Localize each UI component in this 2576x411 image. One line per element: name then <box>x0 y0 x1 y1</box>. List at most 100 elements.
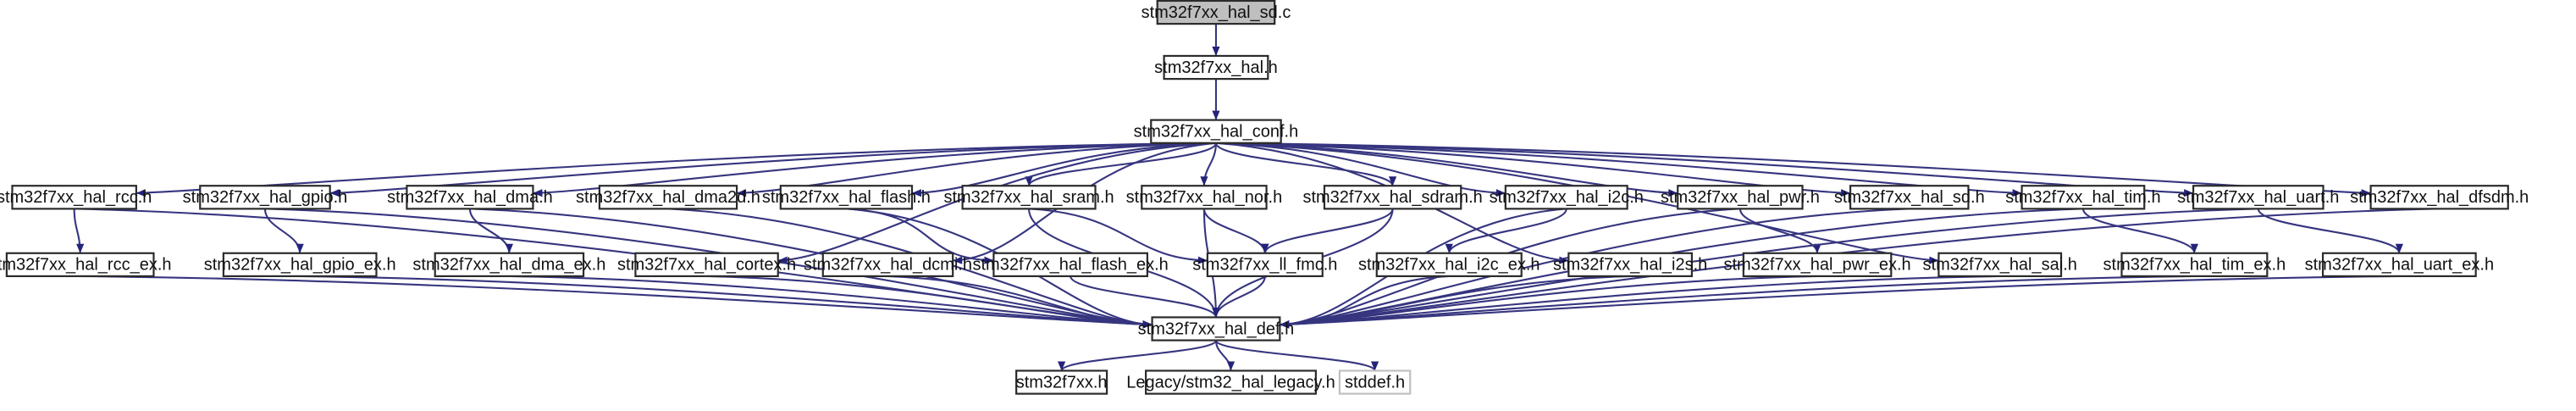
edge-arrow-icon <box>1212 308 1220 318</box>
graph-node-flash_ex[interactable]: stm32f7xx_hal_flash_ex.h <box>973 252 1169 278</box>
edge-arrow-icon <box>1200 176 1208 186</box>
graph-nodes: stm32f7xx_hal_sd.c stm32f7xx_hal.h stm32f7… <box>0 0 2529 395</box>
node-box[interactable] <box>2192 185 2324 210</box>
graph-node-flash[interactable]: stm32f7xx_hal_flash.h <box>762 185 931 210</box>
graph-node-dcmi[interactable]: stm32f7xx_hal_dcmi.h <box>804 252 972 278</box>
graph-node-dma2d[interactable]: stm32f7xx_hal_dma2d.h <box>576 185 760 210</box>
edge-arrow-icon <box>1495 189 1506 197</box>
node-box[interactable] <box>222 252 378 278</box>
dependency-edge <box>1060 339 1218 372</box>
node-box[interactable] <box>634 252 779 278</box>
graph-node-nor[interactable]: stm32f7xx_hal_nor.h <box>1126 185 1283 210</box>
node-box[interactable] <box>1677 185 1804 210</box>
node-box[interactable] <box>5 252 155 278</box>
graph-node-ll_fmc[interactable]: stm32f7xx_ll_fmc.h <box>1192 252 1337 278</box>
node-box[interactable] <box>2120 252 2269 278</box>
graph-node-conf_h[interactable]: stm32f7xx_hal_conf.h <box>1134 119 1299 144</box>
graph-node-dma[interactable]: stm32f7xx_hal_dma.h <box>387 185 553 210</box>
graph-node-stddef[interactable]: stddef.h <box>1338 369 1412 395</box>
dependency-edge <box>1215 142 2022 194</box>
dependency-edge <box>329 142 1216 194</box>
dependency-edge <box>135 142 1216 194</box>
dependency-edge <box>1215 142 1506 194</box>
node-box[interactable] <box>1206 252 1324 278</box>
node-box[interactable] <box>11 185 137 210</box>
dependency-edge <box>1202 208 1266 253</box>
node-box[interactable] <box>434 252 585 278</box>
graph-node-pwr[interactable]: stm32f7xx_hal_pwr.h <box>1661 185 1820 210</box>
graph-node-pwr_ex[interactable]: stm32f7xx_hal_pwr_ex.h <box>1723 252 1911 278</box>
edge-arrow-icon <box>1389 176 1397 186</box>
node-box[interactable] <box>2020 185 2146 210</box>
edge-arrow-icon <box>135 189 146 197</box>
graph-node-legacy[interactable]: Legacy/stm32_hal_legacy.h <box>1126 369 1335 395</box>
graph-node-gpio[interactable]: stm32f7xx_hal_gpio.h <box>183 185 348 210</box>
node-box[interactable] <box>1156 0 1276 25</box>
node-box[interactable] <box>2321 252 2477 278</box>
graph-node-dma_ex[interactable]: stm32f7xx_hal_dma_ex.h <box>412 252 605 278</box>
node-box[interactable] <box>1145 369 1317 395</box>
graph-node-sd_h[interactable]: stm32f7xx_hal_sd.h <box>1834 185 1985 210</box>
dependency-edge <box>1214 275 1266 318</box>
node-box[interactable] <box>821 252 954 278</box>
node-box[interactable] <box>2369 185 2509 210</box>
node-box[interactable] <box>406 185 534 210</box>
edge-arrow-icon <box>2012 189 2022 197</box>
node-box[interactable] <box>1504 185 1628 210</box>
graph-node-rcc_ex[interactable]: stm32f7xx_hal_rcc_ex.h <box>0 252 172 278</box>
graph-node-stm32f7xx[interactable]: stm32f7xx.h <box>1015 369 1108 395</box>
dependency-edge <box>263 208 301 253</box>
dependency-edge <box>1028 208 1208 262</box>
edge-arrow-icon <box>1212 110 1220 120</box>
graph-node-cortex[interactable]: stm32f7xx_hal_cortex.h <box>617 252 796 278</box>
graph-node-hal_h[interactable]: stm32f7xx_hal.h <box>1154 54 1278 81</box>
graph-node-rcc[interactable]: stm32f7xx_hal_rcc.h <box>0 185 152 210</box>
edge-arrow-icon <box>984 256 994 264</box>
graph-node-tim_ex[interactable]: stm32f7xx_hal_tim_ex.h <box>2103 252 2286 278</box>
edge-arrow-icon <box>1668 189 1678 197</box>
node-box[interactable] <box>779 185 914 210</box>
node-box[interactable] <box>1742 252 1893 278</box>
graph-node-gpio_ex[interactable]: stm32f7xx_hal_gpio_ex.h <box>204 252 396 278</box>
edge-arrow-icon <box>296 243 304 253</box>
node-box[interactable] <box>1141 185 1268 210</box>
graph-node-sd_c[interactable]: stm32f7xx_hal_sd.c <box>1142 0 1291 25</box>
node-box[interactable] <box>1338 369 1412 395</box>
node-box[interactable] <box>1150 119 1282 144</box>
node-box[interactable] <box>1938 252 2063 278</box>
node-box[interactable] <box>199 185 331 210</box>
dependency-edge <box>911 142 1216 194</box>
graph-node-uart[interactable]: stm32f7xx_hal_uart.h <box>2177 185 2339 210</box>
node-box[interactable] <box>992 252 1148 278</box>
node-box[interactable] <box>1163 54 1269 81</box>
graph-node-sdram[interactable]: stm32f7xx_hal_sdram.h <box>1302 185 1483 210</box>
node-box[interactable] <box>1567 252 1694 278</box>
graph-node-tim[interactable]: stm32f7xx_hal_tim.h <box>2005 185 2161 210</box>
graph-node-sram[interactable]: stm32f7xx_hal_sram.h <box>943 185 1114 210</box>
node-box[interactable] <box>598 185 738 210</box>
graph-node-dfsdm[interactable]: stm32f7xx_hal_dfsdm.h <box>2350 185 2529 210</box>
dependency-edge <box>1070 275 1218 318</box>
dependency-edge <box>667 208 1153 326</box>
graph-node-i2c_ex[interactable]: stm32f7xx_hal_i2c_ex.h <box>1358 252 1540 278</box>
node-box[interactable] <box>1323 185 1462 210</box>
dependency-edge <box>737 142 1216 194</box>
dependency-edge <box>706 275 1153 326</box>
graph-node-i2s[interactable]: stm32f7xx_hal_i2s.h <box>1553 252 1707 278</box>
graph-node-sai[interactable]: stm32f7xx_hal_sai.h <box>1923 252 2077 278</box>
node-box[interactable] <box>1151 316 1281 342</box>
node-box[interactable] <box>1375 252 1523 278</box>
graph-node-i2c[interactable]: stm32f7xx_hal_i2c.h <box>1490 185 1644 210</box>
edge-arrow-icon <box>2395 243 2403 253</box>
edge-arrow-icon <box>2190 243 2198 253</box>
edge-arrow-icon <box>76 243 85 253</box>
node-box[interactable] <box>1015 369 1108 395</box>
node-box[interactable] <box>961 185 1097 210</box>
graph-node-uart_ex[interactable]: stm32f7xx_hal_uart_ex.h <box>2305 252 2494 278</box>
dependency-edge <box>887 275 1153 326</box>
edge-arrow-icon <box>1226 361 1235 371</box>
node-box[interactable] <box>1849 185 1970 210</box>
graph-node-def_h[interactable]: stm32f7xx_hal_def.h <box>1138 316 1295 342</box>
edge-arrow-icon <box>1025 176 1033 186</box>
